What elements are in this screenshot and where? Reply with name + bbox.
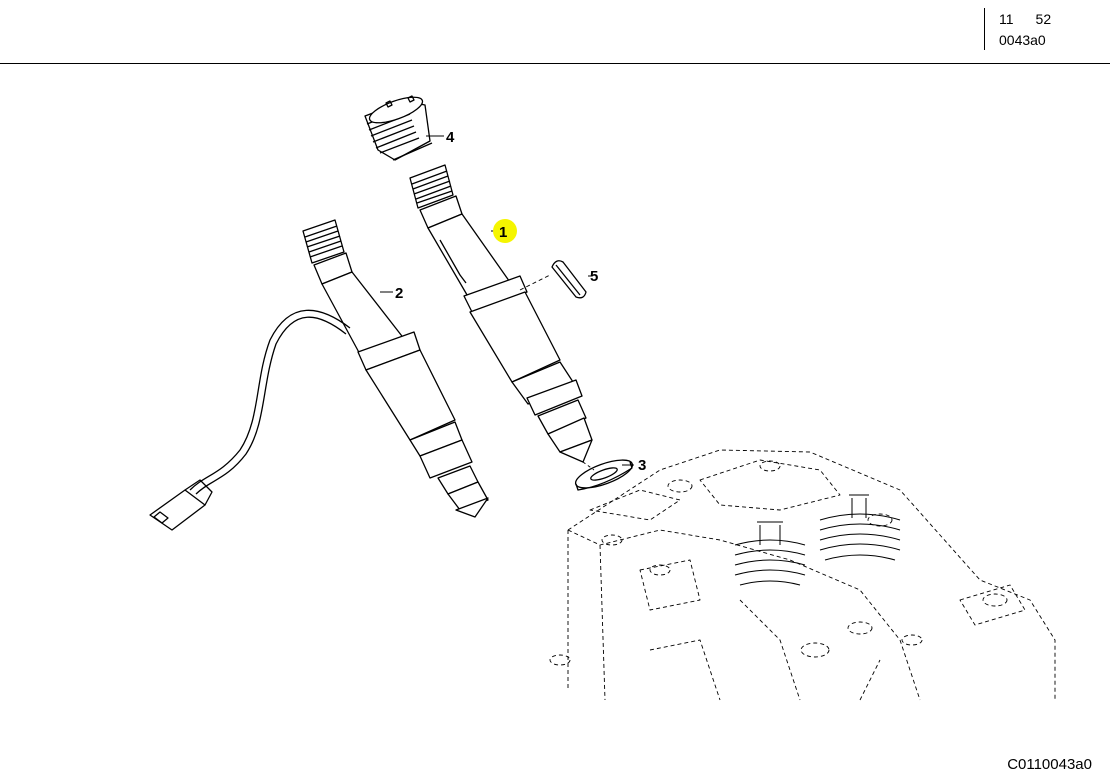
part-2-injector-with-sensor[interactable] <box>149 219 489 531</box>
diagram-ref: 0043a0 <box>999 32 1046 48</box>
callout-1-highlight <box>493 219 517 243</box>
callout-1[interactable]: 1 <box>499 224 507 241</box>
group-number: 11 <box>999 11 1014 27</box>
callout-3[interactable]: 3 <box>638 457 646 474</box>
callout-4[interactable]: 4 <box>446 129 455 146</box>
group-numbers: 11 52 <box>999 11 1051 27</box>
callout-5[interactable]: 5 <box>590 268 598 285</box>
diagram-reference-box: 11 52 0043a0 <box>984 8 1095 50</box>
callout-2[interactable]: 2 <box>395 285 403 302</box>
header-divider <box>0 63 1110 64</box>
callout-labels: 1 2 3 4 5 <box>395 129 646 474</box>
part-1-injector[interactable] <box>409 164 593 463</box>
subgroup-number: 52 <box>1035 11 1052 27</box>
part-5-clamp-pin[interactable] <box>551 260 587 299</box>
part-4-threaded-sleeve[interactable] <box>364 92 433 161</box>
part-3-seal-washer[interactable] <box>572 454 635 493</box>
valve-springs <box>734 494 901 586</box>
image-code: C0110043a0 <box>1007 756 1092 773</box>
cylinder-head <box>549 449 1056 701</box>
